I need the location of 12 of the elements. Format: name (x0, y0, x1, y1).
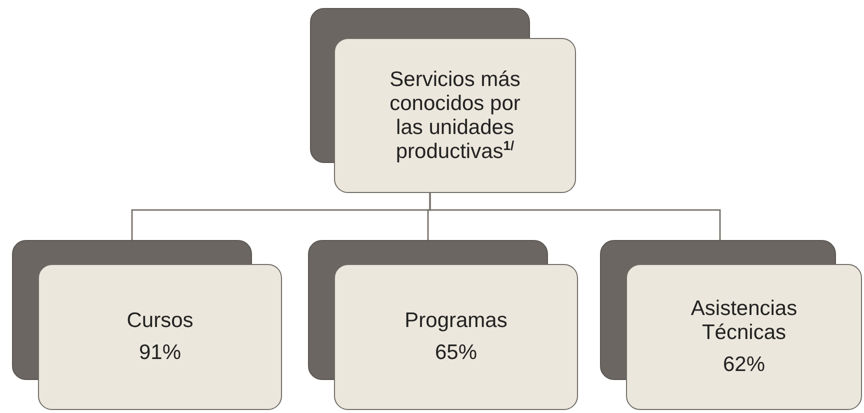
card-label: Cursos (126, 309, 194, 333)
stacked-card (310, 8, 576, 193)
card-label: Asistencias Técnicas (690, 297, 798, 345)
stacked-card (12, 240, 282, 410)
percentage-value: 91% (138, 341, 182, 365)
percentage-value: 65% (434, 341, 478, 365)
stacked-card (600, 240, 862, 410)
card-label: Servicios más conocidos por las unidades productivas$^{1/}$ (388, 68, 522, 164)
percentage-value: 62% (722, 353, 766, 377)
connector-line (429, 193, 721, 240)
card-label: Programas (404, 309, 508, 333)
stacked-card (308, 240, 578, 410)
